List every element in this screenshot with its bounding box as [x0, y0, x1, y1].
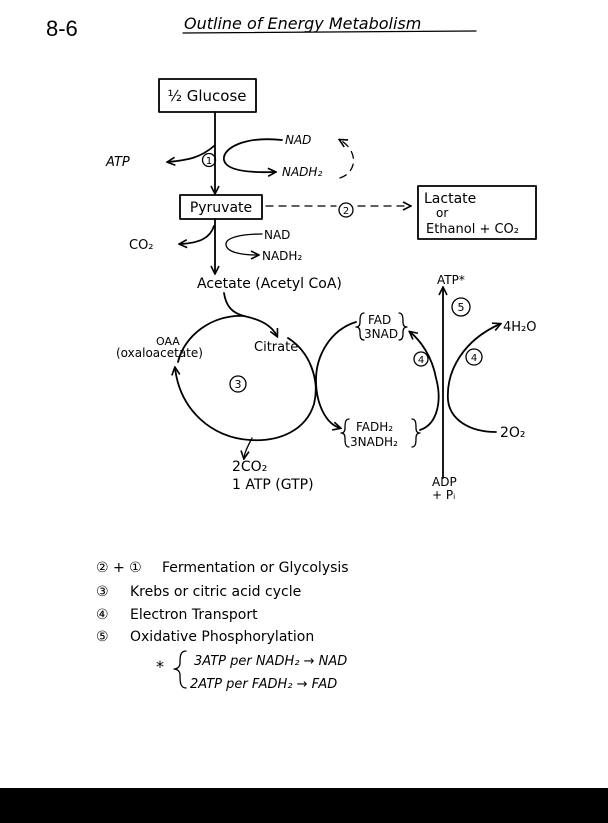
legend-text-4: Oxidative Phosphorylation — [130, 629, 314, 645]
footnote: * 3ATP per NADH₂ → NAD 2ATP per FADH₂ → … — [156, 650, 347, 692]
step-3-number: 3 — [235, 378, 242, 391]
fadh2-label: FADH₂ — [356, 420, 393, 434]
three-nadh2-label: 3NADH₂ — [350, 435, 398, 449]
glucose-label: ½ Glucose — [167, 87, 246, 105]
step-4-left-marker — [413, 351, 429, 367]
fadh2-brace-right — [411, 418, 421, 448]
legend: ② + ① Fermentation or Glycolysis ③ Krebs… — [96, 560, 349, 645]
step-5-number: 5 — [458, 301, 465, 314]
nad-reduction-arrow — [223, 138, 283, 172]
bottom-black-bar — [0, 788, 608, 823]
krebs-cycle-top-left — [177, 315, 245, 363]
step-2-marker — [338, 202, 354, 218]
page-title: Outline of Energy Metabolism — [184, 14, 421, 33]
krebs-co2-out-arrow — [244, 437, 253, 458]
pi-label: + Pᵢ — [432, 488, 455, 502]
lactate-line-2: or — [436, 206, 448, 220]
page-number: 8-6 — [46, 16, 78, 41]
fad-brace-right — [398, 312, 408, 341]
footnote-star: * — [156, 657, 164, 676]
nad-mid-label: NAD — [264, 228, 290, 242]
nadh2-top-label: NADH₂ — [282, 165, 322, 179]
step-1-number: 1 — [206, 156, 212, 167]
nad-mid-arrow — [225, 233, 263, 255]
legend-markers-2: ③ — [96, 584, 109, 600]
adp-label: ADP — [432, 475, 457, 489]
o2-label: 2O₂ — [500, 425, 526, 441]
step-1-marker — [201, 152, 217, 168]
co2-pyruvate-label: CO₂ — [129, 238, 154, 253]
fad-label: FAD — [368, 313, 391, 327]
nad-recycle-arrow — [340, 140, 355, 179]
nad-top-label: NAD — [285, 133, 311, 147]
krebs-cycle-arc — [175, 337, 317, 442]
step-4-left-number: 4 — [418, 355, 424, 366]
oxaloacetate-label: (oxaloacetate) — [116, 346, 203, 360]
citrate-label: Citrate — [254, 340, 298, 355]
pyruvate-label: Pyruvate — [190, 200, 252, 216]
step-3-marker — [229, 375, 247, 393]
lactate-line-3: Ethanol + CO₂ — [426, 222, 519, 237]
step-4-right-number: 4 — [471, 353, 477, 364]
pyruvate-box — [179, 194, 263, 220]
krebs-exchange-arrow — [315, 321, 357, 428]
title-underline — [182, 30, 477, 34]
three-nad-label: 3NAD — [364, 327, 398, 341]
step-2-number: 2 — [343, 206, 349, 217]
atp-out-arrow — [168, 145, 215, 162]
electron-transport-left-arrow — [410, 332, 440, 431]
atp-gtp-label: 1 ATP (GTP) — [232, 477, 314, 493]
atp-label: ATP — [105, 155, 130, 170]
h2o-label: 4H₂O — [503, 320, 537, 335]
fadh2-brace-left — [340, 418, 350, 448]
legend-text-3: Electron Transport — [130, 607, 258, 623]
footnote-line-2: 2ATP per FADH₂ → FAD — [190, 677, 337, 692]
co2-out-arrow — [180, 225, 215, 244]
oaa-label: OAA — [156, 335, 180, 348]
lactate-box — [417, 185, 537, 240]
fad-brace-left — [355, 312, 365, 341]
lactate-line-1: Lactate — [424, 191, 476, 207]
step-4-right-marker — [465, 348, 483, 366]
footnote-brace — [173, 650, 187, 689]
footnote-line-1: 3ATP per NADH₂ → NAD — [194, 654, 347, 669]
legend-text-2: Krebs or citric acid cycle — [130, 584, 301, 600]
legend-markers-4: ⑤ — [96, 629, 109, 645]
oxygen-reduction-arrow — [447, 324, 500, 433]
krebs-co2-label: 2CO₂ — [232, 459, 267, 475]
nadh2-mid-label: NADH₂ — [262, 249, 302, 263]
step-5-marker — [451, 297, 471, 317]
legend-markers-3: ④ — [96, 607, 109, 623]
legend-text-1: Fermentation or Glycolysis — [162, 560, 349, 576]
legend-markers-1: ② + ① — [96, 560, 142, 576]
acetate-label: Acetate (Acetyl CoA) — [197, 276, 342, 292]
acetate-to-citrate-arrow — [223, 292, 277, 336]
atp-star-label: ATP* — [437, 273, 465, 287]
glucose-box — [158, 78, 257, 113]
